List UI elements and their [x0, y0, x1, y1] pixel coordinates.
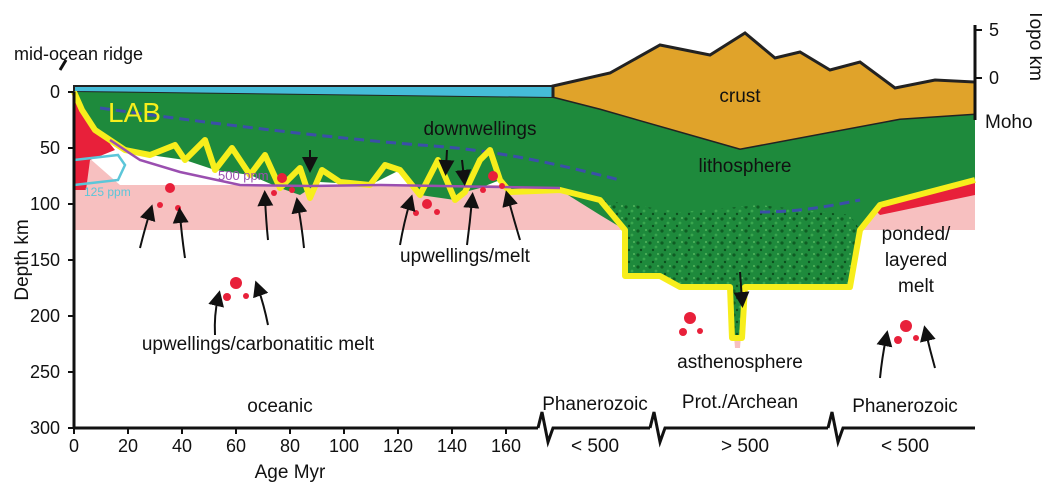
ponded-melt-label-2: layered	[885, 250, 947, 271]
crust-label: crust	[719, 86, 761, 107]
ponded-melt-label-3: melt	[898, 276, 935, 297]
y-tick-100: 100	[30, 194, 60, 214]
y-tick-0: 0	[50, 82, 60, 102]
age-lt500-left-label: < 500	[571, 436, 619, 457]
age-lt500-right-label: < 500	[881, 436, 929, 457]
x-tick-40: 40	[172, 436, 192, 456]
x-tick-140: 140	[437, 436, 467, 456]
contour-125ppm	[73, 153, 127, 187]
y-axis-title: Depth km	[12, 219, 33, 300]
phanerozoic-right-label: Phanerozoic	[852, 396, 958, 417]
ppm-500-label: 500 ppm	[218, 168, 269, 183]
crust-layer	[551, 31, 977, 152]
cratonic-root-speckle	[600, 200, 860, 338]
axis-break-3	[826, 411, 975, 448]
topo-axis-title: Topo km	[1025, 9, 1042, 81]
lab-label: LAB	[108, 97, 161, 128]
upwellings-melt-label: upwellings/melt	[400, 246, 531, 267]
contour-500ppm	[109, 138, 561, 190]
y-tick-250: 250	[30, 362, 60, 382]
oceanic-label: oceanic	[247, 396, 313, 417]
y-tick-150: 150	[30, 250, 60, 270]
lab-boundary-line	[71, 90, 976, 341]
x-tick-80: 80	[280, 436, 300, 456]
y-tick-300: 300	[30, 418, 60, 438]
dashed-isotherm-right	[759, 198, 861, 214]
ppm-125-label: 125 ppm	[84, 185, 131, 199]
mid-ocean-ridge-label: mid-ocean ridge	[14, 44, 143, 64]
ridge-marker	[58, 59, 68, 71]
moho-label: Moho	[985, 112, 1033, 133]
flow-arrows	[139, 149, 936, 379]
asthenosphere-label: asthenosphere	[677, 352, 803, 373]
downwellings-label: downwellings	[423, 119, 536, 140]
melt-droplets	[157, 171, 919, 344]
axis-break-2	[648, 411, 828, 448]
topo-axis-ticks	[975, 29, 982, 79]
y-tick-50: 50	[40, 138, 60, 158]
prot-archean-label: Prot./Archean	[682, 392, 798, 413]
age-gt500-label: > 500	[721, 436, 769, 457]
x-axis-ticks	[73, 428, 507, 434]
x-tick-120: 120	[383, 436, 413, 456]
phanerozoic-left-label: Phanerozoic	[542, 394, 648, 415]
x-tick-160: 160	[491, 436, 521, 456]
x-tick-100: 100	[329, 436, 359, 456]
upwellings-carbonatitic-label: upwellings/carbonatitic melt	[142, 334, 375, 355]
x-tick-60: 60	[226, 436, 246, 456]
topo-tick-0: 0	[989, 68, 999, 88]
ponded-melt-label-1: ponded/	[882, 224, 951, 245]
axis-break-1	[536, 411, 650, 448]
x-axis-title: Age Myr	[255, 462, 326, 483]
x-tick-20: 20	[118, 436, 138, 456]
topo-tick-5: 5	[989, 20, 999, 40]
y-tick-200: 200	[30, 306, 60, 326]
x-tick-0: 0	[69, 436, 79, 456]
lithosphere-label: lithosphere	[699, 156, 792, 177]
